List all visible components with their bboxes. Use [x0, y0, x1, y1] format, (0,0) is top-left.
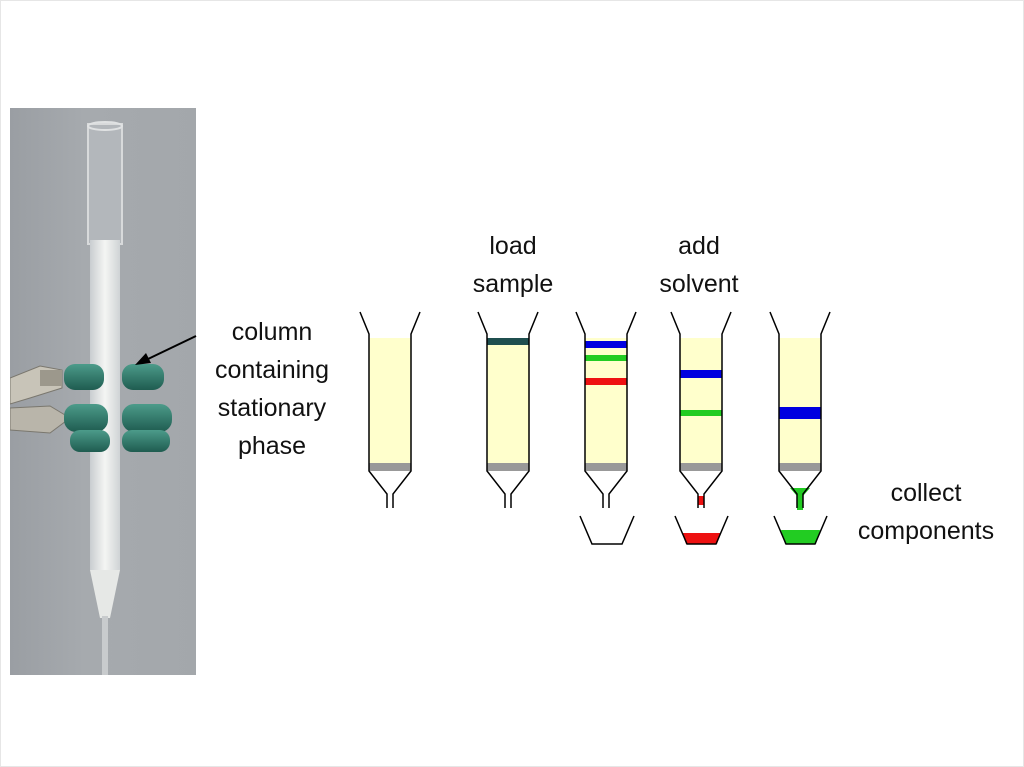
eluting-red-drop [698, 496, 704, 505]
label-line: containing [215, 356, 329, 384]
collected-green [781, 530, 820, 544]
band-blue [585, 341, 627, 348]
beaker-red [674, 515, 729, 545]
column-empty [359, 311, 421, 508]
collected-red [682, 533, 721, 544]
label-line: add [678, 232, 720, 260]
label-line: collect [890, 479, 962, 507]
band-blue [779, 407, 821, 419]
label-line: solvent [659, 270, 739, 298]
column-photo-drawing [10, 121, 172, 675]
column-bands-separating [575, 311, 637, 545]
column-photo [10, 108, 196, 675]
label-add-solvent: add solvent [638, 227, 760, 303]
label-line: load [489, 232, 537, 260]
eluting-green-drop [790, 488, 810, 510]
band-green [585, 355, 627, 361]
label-line: phase [237, 432, 307, 460]
label-line: components [857, 517, 995, 545]
beaker-empty [579, 515, 635, 545]
label-load-sample: load sample [452, 227, 574, 303]
column-green-collected [769, 311, 831, 545]
label-column-containing-stationary-phase: column containing stationary phase [196, 313, 348, 465]
band-red [585, 378, 627, 385]
band-green [680, 410, 722, 416]
label-line: column [231, 318, 313, 346]
pointer-arrow [135, 335, 197, 365]
label-line: sample [472, 270, 554, 298]
label-line: stationary [217, 394, 327, 422]
beaker-green [773, 515, 828, 545]
column-sample-loaded [477, 311, 539, 508]
column-red-collected [670, 311, 732, 545]
sample-band [487, 338, 529, 345]
label-collect-components: collect components [838, 474, 1014, 550]
band-blue [680, 370, 722, 378]
